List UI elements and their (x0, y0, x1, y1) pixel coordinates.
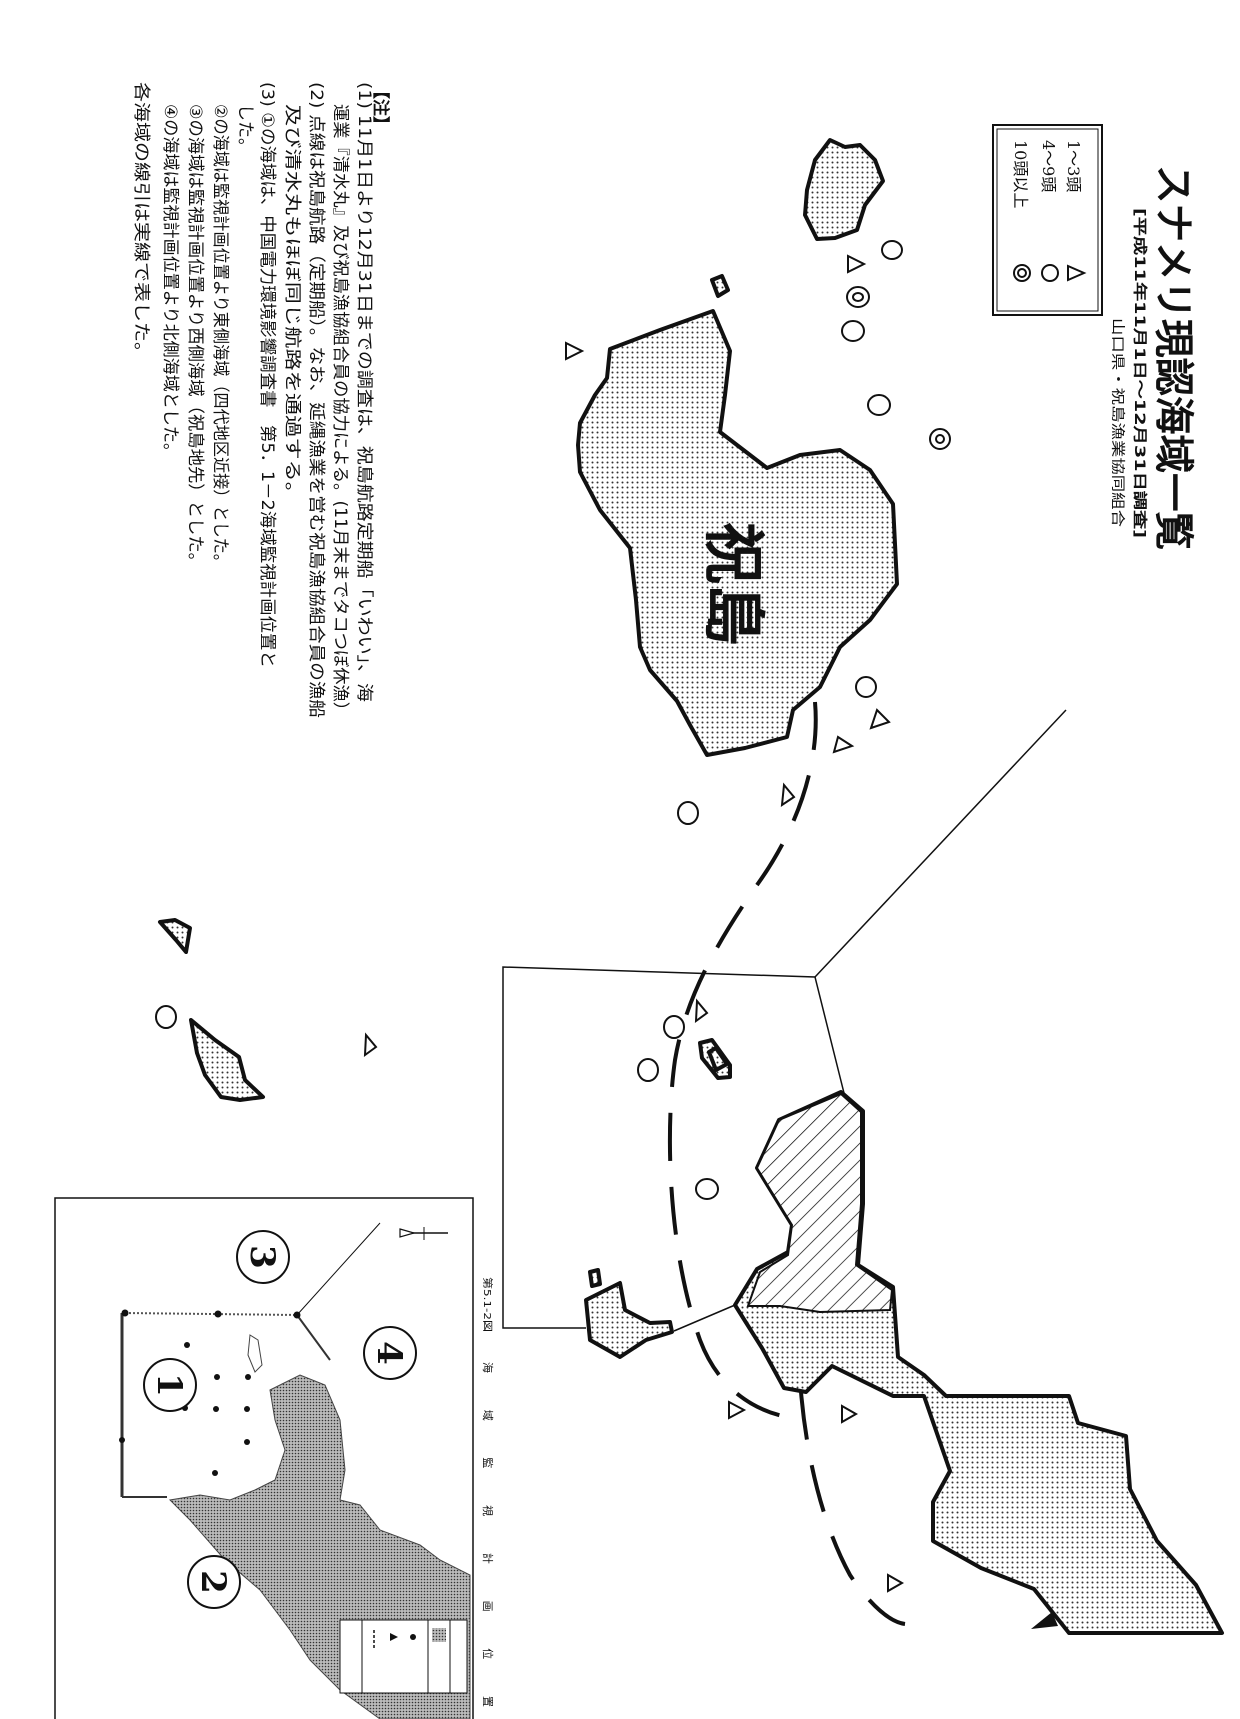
circle-icon (663, 1015, 685, 1039)
notes-heading: 【注】 (370, 82, 391, 133)
triangle-icon (869, 708, 891, 730)
circle-icon (695, 1178, 719, 1200)
area-2-marker: 2 (187, 1555, 241, 1609)
svg-text:1: 1 (149, 1373, 189, 1397)
small-island-west (584, 1281, 674, 1359)
legend: 1～3頭 4～9頭 10頭以上 (992, 124, 1103, 316)
organization: 山口県・祝島漁業協同組合 (1109, 318, 1125, 527)
area-4-marker: 4 (363, 1326, 417, 1380)
iwaishima-island (576, 309, 899, 757)
circle-icon (867, 394, 891, 416)
svg-text:2: 2 (193, 1570, 233, 1594)
small-island-north (803, 138, 885, 241)
triangle-icon (832, 735, 855, 754)
sighting-markers (155, 240, 951, 1593)
triangle-icon (887, 1573, 905, 1593)
note-line: ③の海域は監視計画位置より西側海域（祝島地先）とした。 (185, 104, 205, 570)
note-line: 各海域の線引は実線で表した。 (131, 82, 151, 362)
arrow-icon (1031, 1612, 1058, 1629)
triangle-icon (694, 998, 709, 1024)
circle-icon (841, 320, 865, 342)
legend-label-10-plus: 10頭以上 (1011, 140, 1030, 208)
ferry-route (667, 701, 818, 1420)
circle-icon (637, 1058, 659, 1082)
area-3-marker: 3 (236, 1230, 290, 1284)
circle-icon (155, 1005, 177, 1029)
double-circle-icon (1013, 264, 1031, 282)
circle-icon (1041, 264, 1059, 282)
notes: 【注】 (1) 11月1日より12月31日までの調査は、祝島航路定期船「いわい」… (131, 82, 391, 719)
note-line: 運業『清水丸』及び祝島漁協組合員の協力による。(11月末までタコつぼ休漁） (330, 104, 350, 719)
triangle-icon (841, 1404, 859, 1424)
area-1-marker: 1 (143, 1358, 197, 1412)
inset-figure-number: 第5.1-2図 (481, 1277, 494, 1332)
islet (710, 274, 730, 298)
triangle-icon (780, 782, 796, 808)
svg-text:3: 3 (242, 1245, 282, 1269)
circle-icon (881, 240, 903, 260)
note-line: ④の海域は監視計画位置より北側海域とした。 (160, 104, 180, 460)
triangle-icon (847, 254, 867, 274)
page-title: スナメリ現認海域一覧 (1150, 165, 1196, 550)
islet (588, 1268, 602, 1288)
triangle-icon (363, 1032, 378, 1058)
survey-period: [平成11年11月1日～12月31日調査] (1131, 208, 1148, 538)
double-circle-icon (929, 428, 951, 450)
islet (707, 1046, 729, 1072)
note-line: (3) ①の海域は、中国電力環境影響調査書 第5．1－2海域監視計画位置と (257, 82, 277, 668)
area-boundary-lines (502, 709, 1067, 1332)
note-line: (2) 点線は祝島航路（定期船）。なお、延縄漁業を営む祝島漁協組合員の漁船 (306, 82, 326, 718)
triangle-icon (728, 1400, 747, 1420)
note-line: 及び清水丸もほぼ同じ航路を通過する。 (282, 104, 302, 504)
note-line: ②の海域は監視計画位置より東側海域（四代地区近接）とした。 (210, 104, 230, 570)
note-line: (1) 11月1日より12月31日までの調査は、祝島航路定期船「いわい」、海 (354, 82, 374, 702)
note-line: した。 (235, 104, 255, 155)
double-circle-icon (846, 286, 870, 308)
inset-figure: 3 4 1 2 第5.1-2図 海域監視計画位置 (54, 1197, 495, 1719)
island-label: 祝島 (697, 522, 770, 646)
ferry-route-east (799, 1391, 906, 1626)
triangle-icon (565, 341, 585, 361)
island-southwest (189, 1018, 265, 1102)
inset-legend (339, 1619, 468, 1694)
circle-icon (677, 801, 699, 825)
inset-figure-title: 海域監視計画位置 (481, 1362, 495, 1707)
islet (158, 918, 192, 954)
circle-icon (855, 676, 877, 698)
svg-text:4: 4 (369, 1341, 409, 1365)
north-arrow-icon (399, 1227, 448, 1240)
legend-label-1-3: 1～3頭 (1064, 140, 1083, 192)
legend-label-4-9: 4～9頭 (1039, 140, 1058, 192)
monitoring-points (119, 1309, 301, 1476)
triangle-icon (1067, 264, 1087, 282)
hatched-area (746, 1092, 894, 1314)
